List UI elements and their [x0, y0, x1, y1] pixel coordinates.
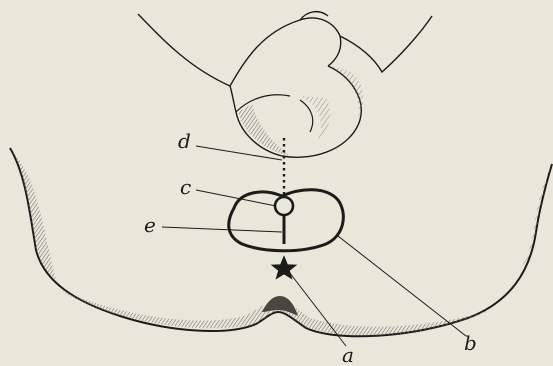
- label-d: d: [178, 129, 191, 153]
- label-a: a: [342, 343, 354, 366]
- label-b: b: [464, 331, 477, 355]
- label-c: c: [180, 175, 191, 199]
- label-e: e: [144, 213, 156, 237]
